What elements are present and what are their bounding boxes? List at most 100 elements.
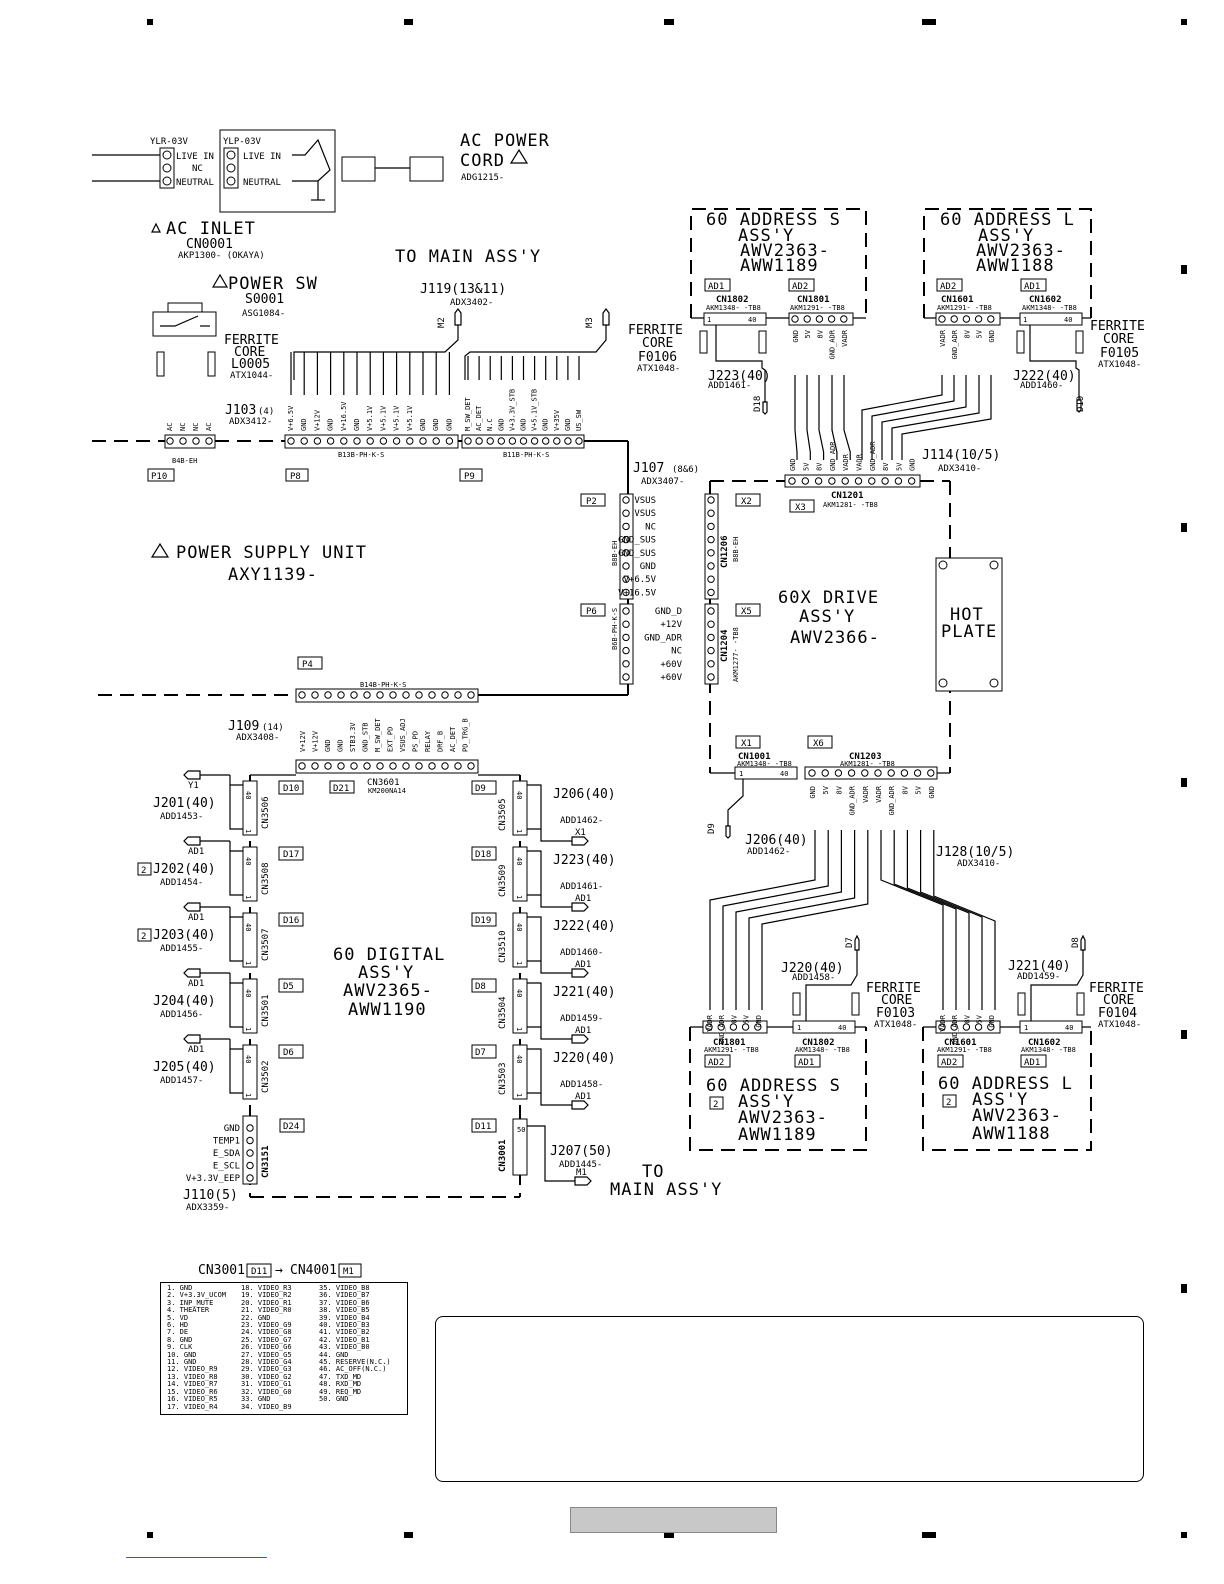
digital-right-connector (512, 846, 528, 902)
j109-pin-label: V+12V (312, 730, 320, 752)
ac-cord-line2: CORD (460, 151, 505, 171)
cn1203-pin-label: VADR (862, 785, 870, 803)
addr_bot_l-pin-label: GND (988, 1015, 996, 1028)
legend-entry: 35. VIDEO_B8 (319, 1284, 370, 1292)
j128-cable (709, 830, 996, 1010)
ac-cord-line1: AC POWER (460, 131, 550, 151)
addr-top-l-cn1602: CN1602 (1029, 295, 1062, 305)
p8-pin-label: GND (419, 418, 427, 431)
p2-pin-label: NC (645, 522, 656, 532)
registration-marks (147, 19, 1187, 1538)
left-connector-pin1: 1 (244, 1027, 252, 1031)
cn1203-pin-label: 5V (915, 785, 923, 794)
addr-top-l-cn1601: CN1601 (941, 295, 974, 305)
cn3601-pin (337, 762, 345, 770)
p4-pin (415, 691, 423, 699)
addr-top-l-cn1602-part: AKM1348- -TB8 (1022, 304, 1077, 312)
left-connector-j: J203(40) (153, 928, 216, 943)
legend-entry: 18. VIDEO_R3 (241, 1284, 292, 1292)
cn3151-pin (246, 1136, 254, 1145)
j114-wire (794, 375, 798, 460)
psu-part: AXY1139- (228, 565, 318, 585)
left-connector-part: ADD1454- (160, 878, 203, 888)
legend-entry: 45. RESERVE(N.C.) (319, 1358, 391, 1367)
addr-top-l-l1: 60 ADDRESS L (940, 210, 1075, 230)
right-connector-d: D18 (475, 850, 491, 860)
cn1201-pin-label: 8V (882, 462, 890, 471)
cn1204-pin (707, 607, 715, 615)
j128-wire (893, 830, 957, 1010)
addr_top_l-pin (987, 315, 995, 323)
cn3601-pin (454, 762, 462, 770)
addr-bot-l-cn1602: CN1602 (1028, 1038, 1061, 1048)
cn1203-pin (887, 769, 895, 777)
p4-pin (402, 691, 410, 699)
j220-bottom: J220(40) ADD1458- D7 (781, 934, 860, 1021)
left-connector-sig: Y1 (188, 781, 199, 791)
addr_bot_s-pin (717, 1023, 725, 1031)
addr_top_l-pin-label: GND (988, 330, 996, 343)
drive-x5: X5 (741, 607, 752, 617)
digital-l2: ASS'Y (358, 963, 414, 983)
p4-pin (428, 691, 436, 699)
ferrite-f0104: FERRITE CORE F0104 ATX1048- (1089, 981, 1144, 1030)
legend-entry: 24. VIDEO_G8 (241, 1328, 292, 1337)
digital-left-connector (242, 1044, 258, 1100)
addr-bot-l-l1: 60 ADDRESS L (938, 1074, 1073, 1094)
legend-entry: 4. THEATER (167, 1306, 210, 1315)
p8-pin (366, 437, 374, 445)
j114-wire (881, 375, 967, 460)
addr_top_s-pin (827, 315, 836, 323)
ac-inlet: YLR-03V LIVE IN NC NEUTRAL YLP-03V LIVE … (92, 129, 444, 261)
addr_bot_l-pin (974, 1023, 983, 1031)
left-connector-d-box (278, 846, 304, 861)
drive-l3: AWV2366- (790, 628, 880, 648)
right-connector-d-box (471, 780, 497, 795)
p2-pin-label: VSUS (634, 509, 656, 519)
j114-wire (831, 375, 838, 460)
ferrite-f0105-ref: F0105 (1100, 346, 1139, 361)
addr_top_s-pin (840, 315, 848, 323)
addr-top-l-l2: ASS'Y (978, 226, 1034, 246)
cn1204-pin (707, 646, 715, 655)
j223-top-label: J223(40) (708, 369, 771, 384)
legend-entry: 16. VIDEO_R5 (167, 1395, 218, 1404)
p9-pin (486, 437, 494, 445)
digital-right-connector (512, 1044, 528, 1100)
p8-pin (313, 437, 322, 445)
cn3151-pin-label: E_SDA (213, 1149, 241, 1159)
addr_top_l-pin-label: VADR (939, 329, 947, 347)
p9-label: P9 (464, 472, 475, 482)
legend-entry: 48. RXD_MD (319, 1380, 362, 1389)
p10-pin-label: NC (192, 423, 200, 431)
addr-bot-l-ad1: AD1 (1024, 1058, 1040, 1068)
ferrite-f0106-l1: FERRITE (628, 323, 683, 338)
cn3151-pin-label: E_SCL (213, 1162, 240, 1172)
cn3601-d21: D21 (333, 784, 349, 794)
legend-entry: 1. GND (167, 1284, 193, 1292)
right-connector-pin40: 40 (515, 989, 523, 997)
ferrite-f0106: FERRITE CORE F0106 ATX1048- J223(40) ADD… (628, 323, 771, 415)
addr-top-s-ad1: AD1 (708, 282, 724, 292)
left-connector-pin40: 40 (244, 857, 252, 865)
addr-bot-s-cn1801-part: AKM1291- -TB8 (704, 1046, 759, 1054)
j110-part: ADX3359- (186, 1203, 229, 1213)
cn1201-pin-label: GND_ADR (869, 441, 877, 471)
addr-top-l-l3: AWV2363- (976, 241, 1066, 261)
addr-top-s-l1: 60 ADDRESS S (706, 210, 841, 230)
p8-pin (353, 437, 361, 445)
left-plug (183, 836, 201, 846)
legend-entry: 5. VD (167, 1313, 189, 1322)
j119-part: ADX3402- (450, 298, 493, 308)
j114-wire (861, 375, 943, 460)
right-connector-j: J223(40) (553, 853, 616, 868)
cn1206-pin (707, 562, 715, 570)
p9-pin-label: N.C (486, 418, 494, 431)
power-sw-part: ASG1084- (242, 309, 285, 319)
cn3001-pin50: 50 (517, 1126, 525, 1134)
cn1201-pin-label: GND (789, 458, 797, 471)
left-connector-pin40: 40 (244, 989, 252, 997)
legend-to: CN4001 (290, 1263, 337, 1278)
legend-entry: 34. VIDEO_B9 (241, 1402, 292, 1411)
legend-entry: 11. GND (167, 1358, 197, 1367)
